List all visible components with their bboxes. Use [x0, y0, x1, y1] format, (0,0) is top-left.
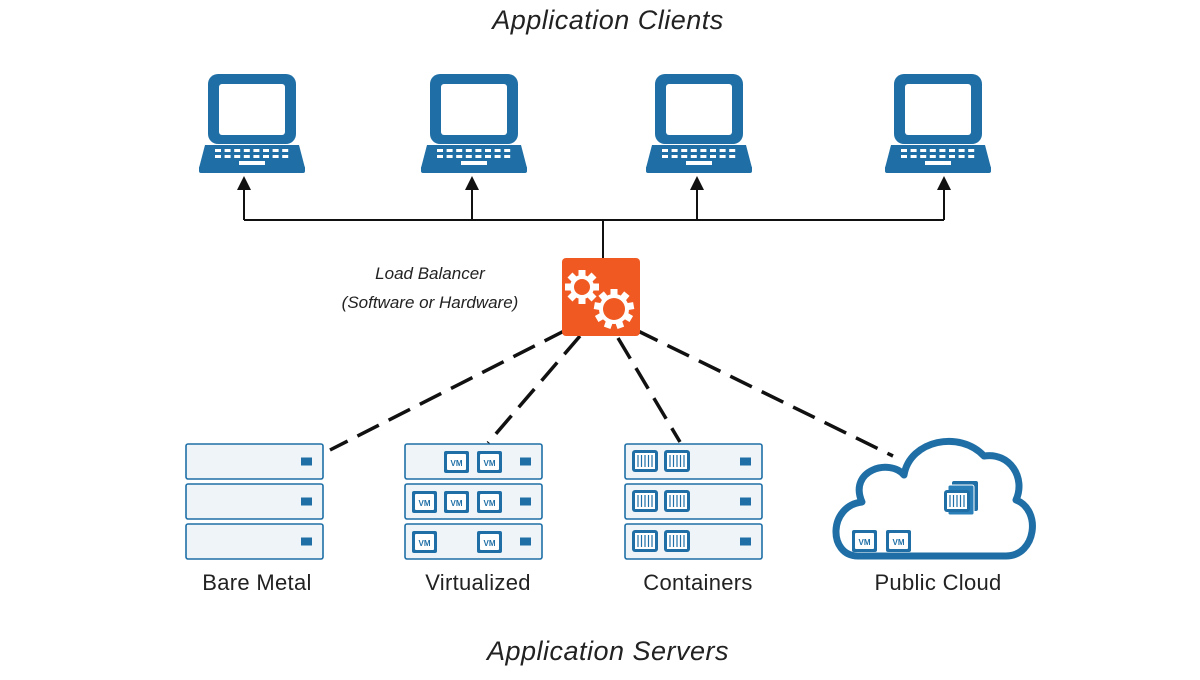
- server-rack-icon: [624, 443, 763, 560]
- clients-group: [199, 74, 991, 173]
- svg-text:VM: VM: [451, 459, 463, 468]
- load-balancer-label: Load Balancer (Software or Hardware): [300, 259, 560, 317]
- vm-chip-icon: VM: [444, 491, 469, 513]
- server-label-bare-metal: Bare Metal: [202, 570, 312, 595]
- svg-text:VM: VM: [419, 539, 431, 548]
- container-icon: [632, 450, 658, 472]
- laptop-icon: [885, 74, 991, 173]
- gear-small-icon: [565, 270, 599, 304]
- laptop-icon: [421, 74, 527, 173]
- load-balancer-label-line2: (Software or Hardware): [341, 293, 519, 312]
- vm-chip-icon: VM: [477, 531, 502, 553]
- servers-group: VM VM VM VM VM VM VM VM VM: [185, 437, 1036, 560]
- server-link-4: [635, 328, 894, 458]
- connectors: [237, 176, 951, 458]
- svg-text:VM: VM: [419, 499, 431, 508]
- server-label-containers: Containers: [643, 570, 753, 595]
- gears-icon: [565, 270, 635, 329]
- server-link-2: [486, 334, 582, 445]
- load-balancer-label-line1: Load Balancer: [375, 264, 485, 283]
- server-label-public-cloud: Public Cloud: [874, 570, 1002, 595]
- vm-chip-icon: VM: [477, 451, 502, 473]
- svg-text:VM: VM: [451, 499, 463, 508]
- vm-chip-icon: VM: [852, 530, 877, 552]
- vm-chip-icon: VM: [477, 491, 502, 513]
- server-label-virtualized: Virtualized: [425, 570, 531, 595]
- clients-title: Application Clients: [492, 5, 724, 35]
- container-icon: [664, 490, 690, 512]
- laptop-icon: [199, 74, 305, 173]
- container-icon: [664, 530, 690, 552]
- server-rack-icon: [185, 443, 324, 560]
- servers-title: Application Servers: [486, 636, 730, 666]
- vm-chip-icon: VM: [412, 491, 437, 513]
- server-link-3: [616, 337, 682, 443]
- container-icon: [632, 530, 658, 552]
- vm-chip-icon: VM: [886, 530, 911, 552]
- load-balancer: [562, 258, 640, 336]
- cloud-icon: VM VM: [832, 437, 1036, 560]
- svg-text:VM: VM: [484, 539, 496, 548]
- svg-text:VM: VM: [893, 538, 905, 547]
- svg-text:VM: VM: [484, 459, 496, 468]
- svg-text:VM: VM: [859, 538, 871, 547]
- container-icon: [944, 490, 970, 512]
- vm-chip-icon: VM: [412, 531, 437, 553]
- vm-chip-icon: VM: [444, 451, 469, 473]
- svg-text:VM: VM: [484, 499, 496, 508]
- gear-large-icon: [593, 289, 635, 329]
- laptop-icon: [646, 74, 752, 173]
- container-icon: [632, 490, 658, 512]
- container-icon: [664, 450, 690, 472]
- server-rack-icon: VM VM VM VM VM VM VM: [404, 443, 543, 560]
- server-link-1: [329, 328, 567, 452]
